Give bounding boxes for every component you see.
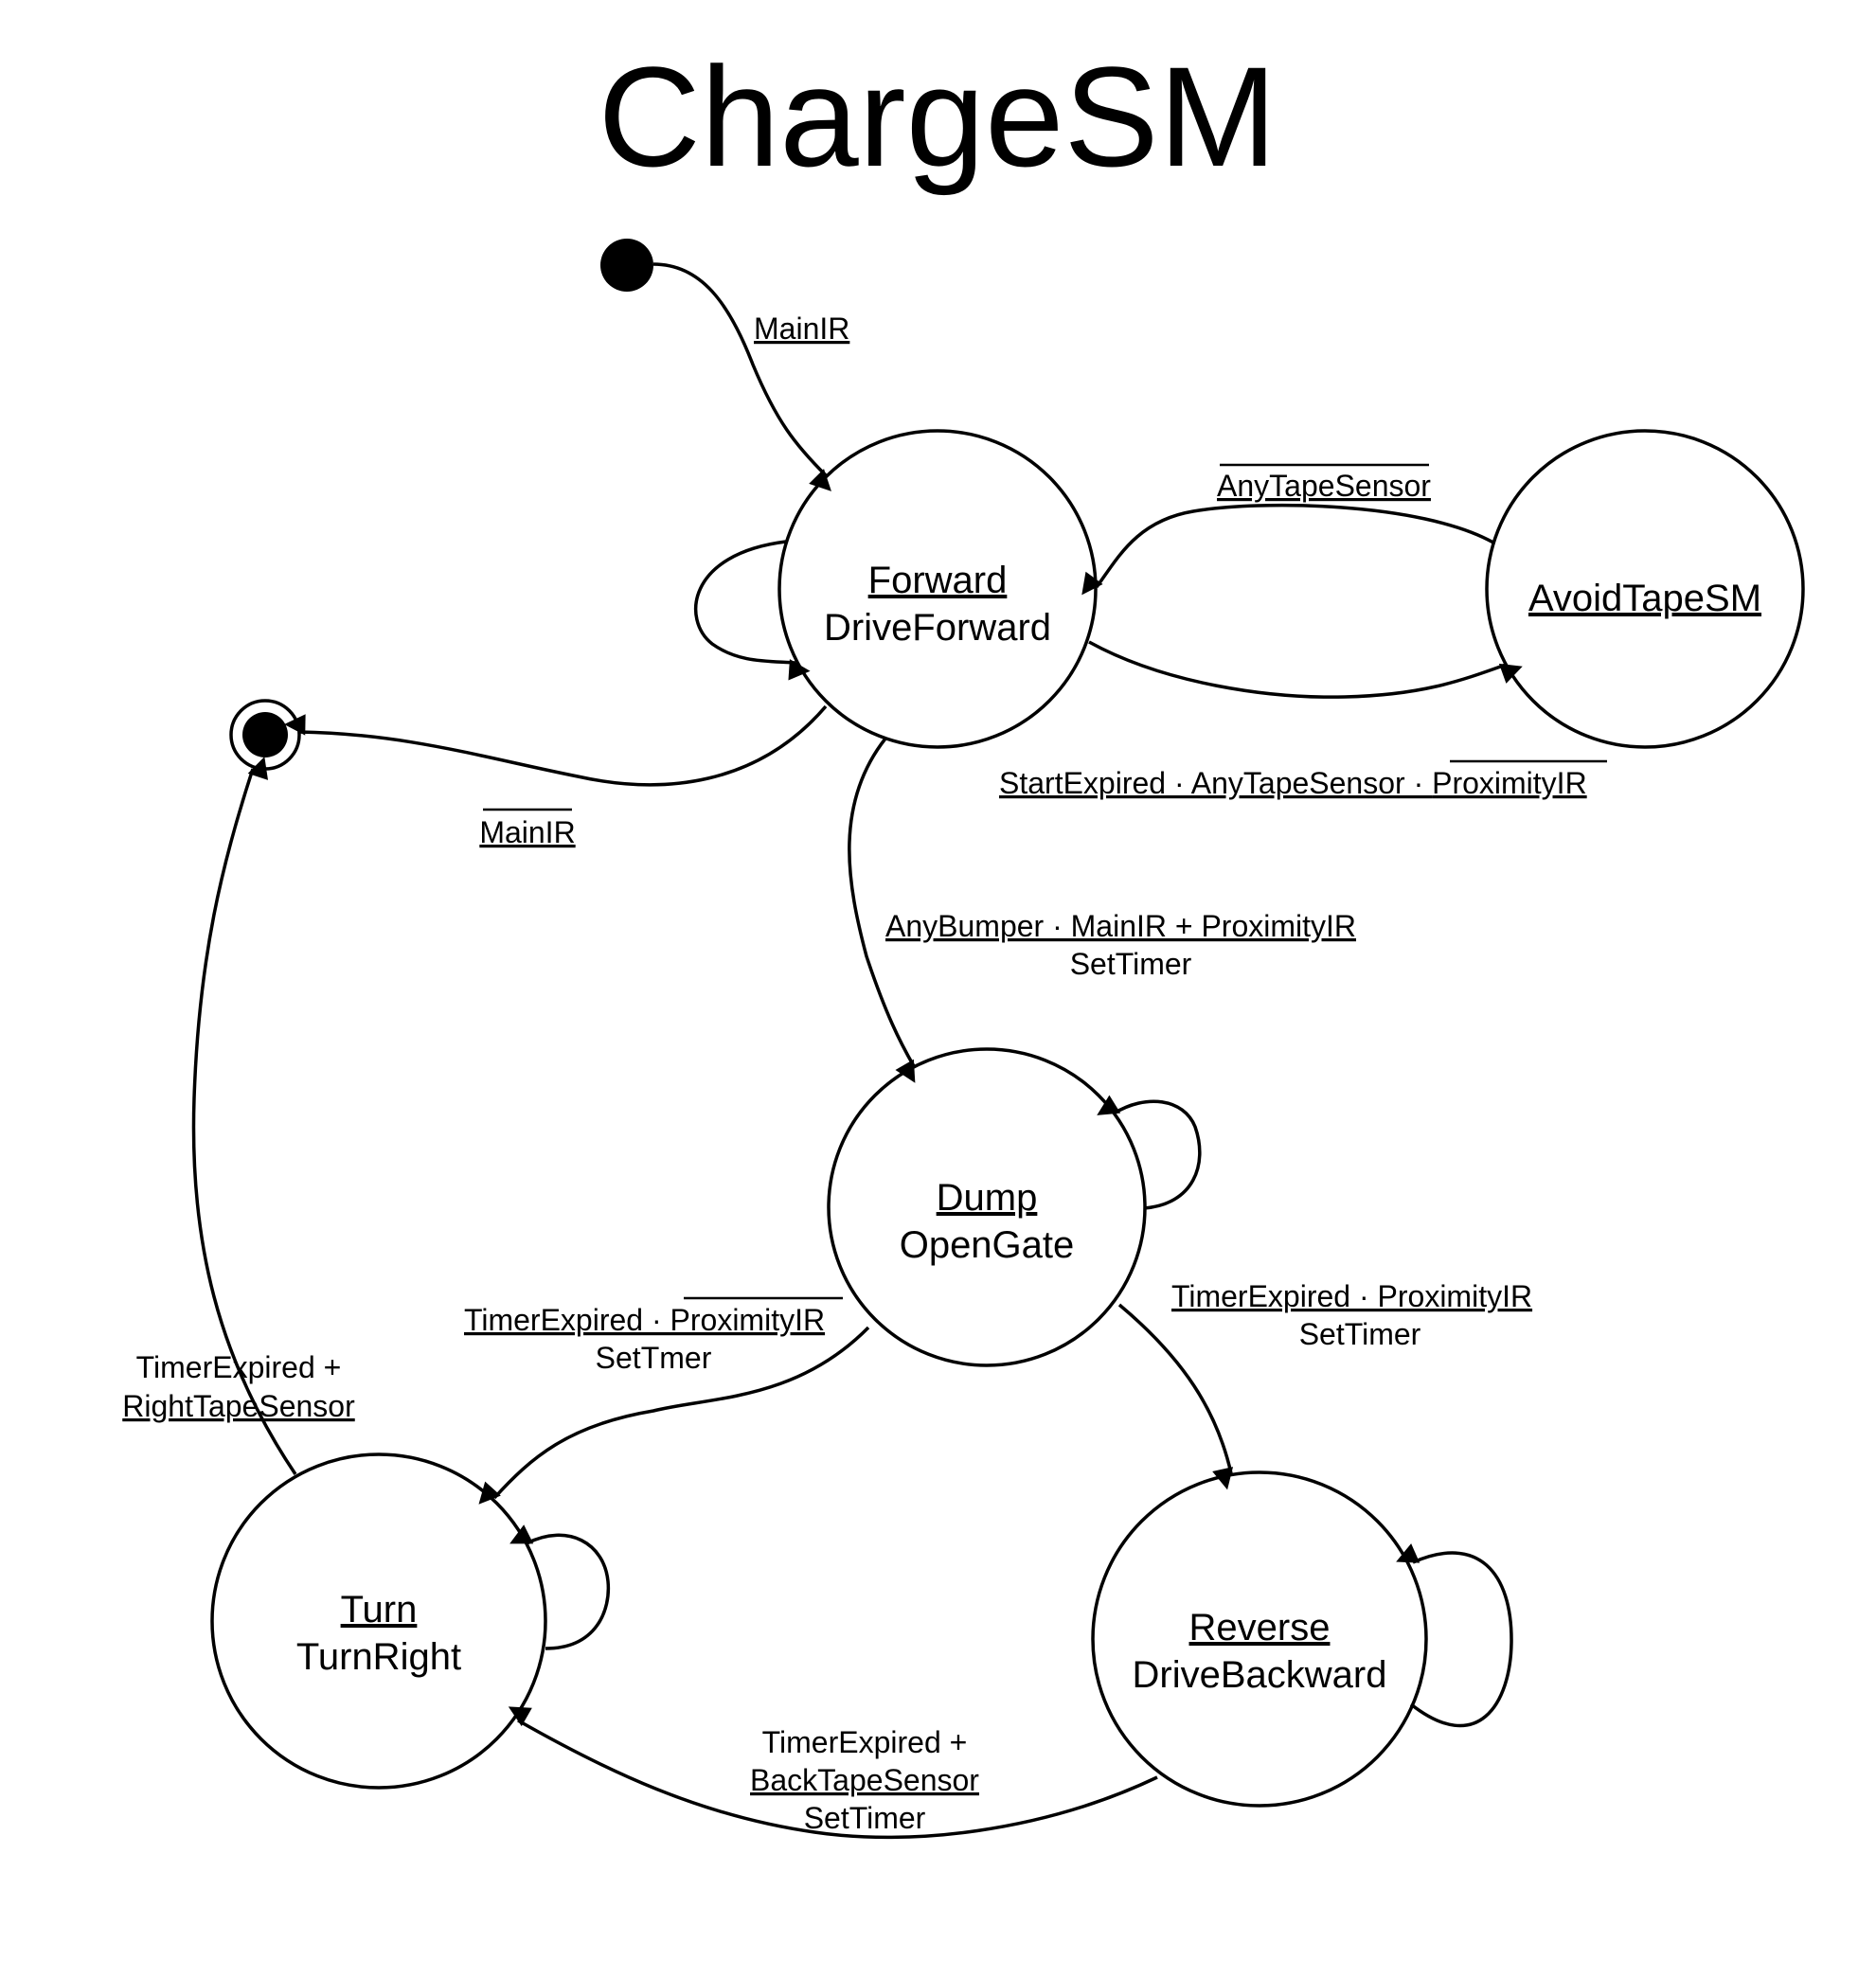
edge-forward-self-loop bbox=[693, 540, 811, 681]
edge-reverse-self-loop bbox=[1396, 1543, 1513, 1728]
label-forward-dump: AnyBumper · MainIR + ProximityIR SetTime… bbox=[885, 909, 1356, 981]
edge-dump-self-loop bbox=[1097, 1095, 1202, 1210]
state-reverse-action: DriveBackward bbox=[1133, 1654, 1387, 1696]
label-reverse-turn-line2: BackTapeSensor bbox=[750, 1763, 979, 1797]
label-forward-final-event: MainIR bbox=[479, 815, 575, 849]
state-reverse-name: Reverse bbox=[1189, 1607, 1331, 1648]
edge-initial-to-forward bbox=[652, 262, 831, 491]
initial-state bbox=[600, 239, 653, 292]
edge-forward-to-final bbox=[284, 704, 828, 787]
label-dump-turn-action: SetTmer bbox=[596, 1341, 712, 1375]
label-turn-final-line2: RightTapeSensor bbox=[122, 1389, 355, 1423]
state-avoid-name: AvoidTapeSM bbox=[1528, 578, 1761, 619]
state-forward-name: Forward bbox=[868, 560, 1008, 601]
edge-dump-to-turn bbox=[478, 1326, 870, 1505]
label-forward-dump-event: AnyBumper · MainIR + ProximityIR bbox=[885, 909, 1356, 943]
final-state bbox=[229, 699, 301, 771]
label-dump-turn-part2: ProximityIR bbox=[670, 1303, 826, 1337]
label-init-forward: MainIR bbox=[754, 312, 849, 346]
label-turn-final: TimerExpired + RightTapeSensor bbox=[122, 1350, 355, 1423]
diagram-title: ChargeSM bbox=[599, 37, 1277, 196]
edge-avoid-to-forward bbox=[1081, 503, 1494, 596]
label-reverse-turn-line1: TimerExpired + bbox=[762, 1725, 968, 1759]
label-dump-turn: TimerExpired · ProximityIR SetTmer bbox=[464, 1296, 843, 1375]
edge-forward-to-avoid bbox=[1088, 640, 1523, 699]
label-dump-reverse-event: TimerExpired · ProximityIR bbox=[1171, 1279, 1532, 1313]
state-forward: Forward DriveForward bbox=[777, 429, 1098, 749]
state-dump-action: OpenGate bbox=[900, 1224, 1075, 1266]
label-reverse-turn-action: SetTimer bbox=[804, 1801, 926, 1835]
state-dump-name: Dump bbox=[937, 1177, 1038, 1219]
state-avoid-tape-sm: AvoidTapeSM bbox=[1485, 429, 1805, 749]
label-forward-avoid: StartExpired · AnyTapeSensor · Proximity… bbox=[999, 759, 1607, 800]
label-forward-avoid-event: StartExpired · AnyTapeSensor · Proximity… bbox=[999, 766, 1587, 800]
label-forward-avoid-part2: ProximityIR bbox=[1432, 766, 1587, 800]
label-dump-turn-part1: TimerExpired · bbox=[464, 1303, 670, 1337]
label-reverse-turn: TimerExpired + BackTapeSensor SetTimer bbox=[750, 1725, 979, 1835]
edge-forward-to-dump bbox=[848, 737, 916, 1083]
label-dump-turn-event: TimerExpired · ProximityIR bbox=[464, 1303, 825, 1337]
state-turn-action: TurnRight bbox=[296, 1636, 461, 1678]
edge-dump-to-reverse bbox=[1117, 1303, 1234, 1490]
label-dump-reverse-action: SetTimer bbox=[1299, 1317, 1421, 1351]
state-dump: Dump OpenGate bbox=[827, 1047, 1147, 1367]
state-turn-name: Turn bbox=[341, 1589, 418, 1631]
label-forward-final: MainIR bbox=[479, 808, 576, 849]
edge-turn-self-loop bbox=[509, 1524, 611, 1650]
label-turn-final-line1: TimerExpired + bbox=[136, 1350, 342, 1384]
state-reverse: Reverse DriveBackward bbox=[1091, 1470, 1428, 1808]
label-forward-avoid-part1: StartExpired · AnyTapeSensor · bbox=[999, 766, 1432, 800]
label-avoid-forward-event: AnyTapeSensor bbox=[1217, 469, 1431, 503]
state-forward-action: DriveForward bbox=[824, 607, 1051, 649]
state-turn: Turn TurnRight bbox=[210, 1452, 547, 1790]
edge-turn-to-final bbox=[191, 757, 297, 1475]
label-dump-reverse: TimerExpired · ProximityIR SetTimer bbox=[1171, 1279, 1532, 1351]
edge-reverse-to-turn bbox=[508, 1706, 1158, 1840]
label-forward-dump-action: SetTimer bbox=[1070, 947, 1192, 981]
label-avoid-forward: AnyTapeSensor bbox=[1217, 463, 1431, 503]
